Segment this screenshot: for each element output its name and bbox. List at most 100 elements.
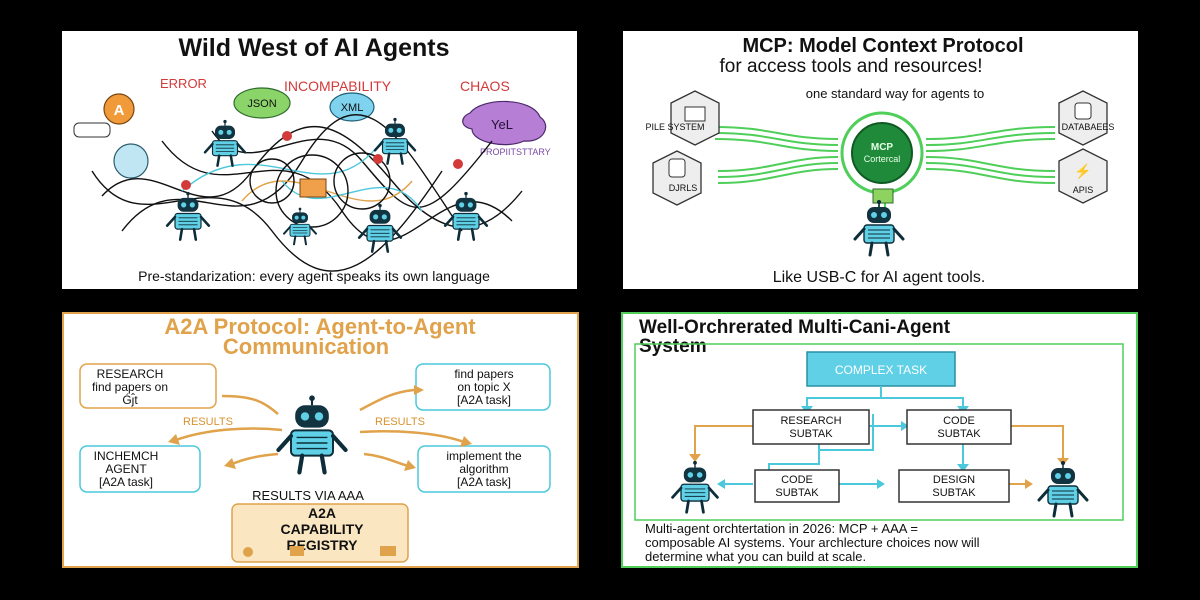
usb-connector-icon: [872, 188, 894, 204]
mcp-hub: [851, 122, 913, 184]
panel2-title-line2: for access tools and resources!: [720, 56, 983, 77]
panel3-title-line1: A2A Protocol: Agent-to-Agent: [164, 314, 476, 339]
urls-label: DJRLS: [669, 183, 698, 193]
registry-line3: REGISTRY: [286, 537, 358, 553]
research-subtask-line1: RESEARCH: [780, 415, 841, 427]
arrowheads: [168, 385, 472, 471]
apis-label: APIS: [1073, 185, 1094, 195]
robot-icon: [278, 395, 345, 472]
purple-bubble-label: YeL: [491, 117, 513, 132]
robot-icon: [853, 199, 905, 257]
panel3-title-line2: Communication: [223, 334, 389, 359]
code-subtask-bottom-line2: SUBTAK: [775, 487, 819, 499]
flow-arrows: [694, 386, 1064, 485]
box-tl-line1: RESEARCH: [97, 367, 164, 381]
mcp-hub-line1: MCP: [871, 142, 894, 153]
mcp-hub-line2: Cortercal: [864, 154, 901, 164]
panel2-title-line1: MCP: Model Context Protocol: [742, 35, 1023, 57]
panel-a2a: A2A Protocol: Agent-to-Agent Communicati…: [62, 312, 579, 568]
results-right-label: RESULTS: [375, 416, 425, 428]
panel4-caption-line2: composable AI systems. Your archlecture …: [645, 535, 980, 550]
chaos-label: CHAOS: [460, 78, 510, 94]
box-br-line2: algorithm: [459, 462, 508, 476]
registry-icon: [380, 546, 396, 556]
orange-box-icon: [299, 178, 327, 198]
panel1-title: Wild West of AI Agents: [178, 34, 449, 62]
urls-hex: [652, 150, 702, 206]
apis-hex: [1058, 148, 1108, 204]
research-subtask-line2: SUBTAK: [789, 428, 833, 440]
implement-task-box: [417, 445, 551, 493]
panel2-caption: Like USB-C for AI agent tools.: [773, 269, 986, 286]
panel-mcp: MCP: Model Context Protocol for access t…: [623, 31, 1138, 289]
a-glyph-icon: A: [114, 102, 125, 119]
robot-icon: [203, 119, 247, 167]
error-label: ERROR: [160, 76, 207, 91]
json-label: JSON: [247, 98, 276, 110]
purple-bubble: [462, 100, 547, 146]
panel-wild-west: Wild West of AI Agents ERROR INCOMPABILI…: [62, 31, 577, 289]
xml-bubble: [329, 92, 375, 122]
box-br-line3: [A2A task]: [457, 475, 511, 489]
design-subtask-line1: DESIGN: [933, 474, 975, 486]
design-subtask-line2: SUBTAK: [932, 487, 976, 499]
error-dot-icon: [453, 159, 463, 169]
research-subtask-box: [752, 409, 870, 445]
database-icon: [1074, 102, 1092, 120]
robot-icon: [671, 460, 719, 514]
a2a-diagram: A2A Protocol: Agent-to-Agent Communicati…: [79, 314, 551, 563]
database-cylinder-icon: [668, 158, 686, 178]
results-via-label: RESULTS VIA AAA: [252, 488, 364, 503]
inchemch-agent-box: [79, 445, 201, 493]
a2a-arrows: [175, 388, 465, 468]
code-subtask-bottom-box: [754, 469, 840, 503]
plug-icon: ⚡: [1074, 163, 1091, 180]
registry-line2: CAPABILITY: [281, 521, 365, 537]
code-subtask-bottom-line1: CODE: [781, 474, 813, 486]
panel-multi-agent: Well-Orchrerated Multi-Cani-Agent System…: [621, 312, 1138, 568]
panel2-subtitle: one standard way for agents to: [806, 86, 985, 101]
connection-lines: [714, 126, 1056, 211]
registry-icon: [290, 546, 304, 556]
panel4-caption-line3: determine what you can build at scale.: [645, 549, 866, 564]
multi-agent-diagram: Well-Orchrerated Multi-Cani-Agent System…: [634, 317, 1124, 564]
box-bl-line2: AGENT: [105, 462, 147, 476]
box-br-line1: implement the: [446, 449, 522, 463]
box-tl-line2: find papers on: [92, 380, 168, 394]
registry-line1: A2A: [308, 505, 336, 521]
json-bubble: [233, 87, 291, 119]
robot-icon: [1037, 460, 1089, 518]
code-bubble-icon: [73, 122, 111, 138]
robot-icon: [283, 207, 317, 246]
complex-task-label: COMPLEX TASK: [835, 363, 927, 377]
error-dot-icon: [282, 131, 292, 141]
box-bl-line3: [A2A task]: [99, 475, 153, 489]
registry-icon: [243, 547, 253, 557]
results-left-label: RESULTS: [183, 416, 233, 428]
proprietary-label: PROPIITSTTARY: [480, 147, 551, 157]
error-dot-icon: [181, 180, 191, 190]
panel4-caption-line1: Multi-agent orchtertation in 2026: MCP +…: [645, 521, 918, 536]
error-dot-icon: [373, 154, 383, 164]
xml-label: XML: [341, 102, 364, 114]
code-subtask-top-box: [906, 409, 1012, 445]
panel4-title-line2: System: [639, 336, 707, 357]
databases-label: DATABAEES: [1062, 122, 1115, 132]
file-system-label: PILE SYSTEM: [645, 122, 704, 132]
capability-registry-box: [231, 503, 409, 563]
panel4-title-line1: Well-Orchrerated Multi-Cani-Agent: [639, 317, 951, 338]
panel1-caption: Pre-standarization: every agent speaks i…: [138, 268, 490, 284]
research-agent-box: [79, 363, 217, 409]
robot-icon: [357, 203, 403, 253]
code-subtask-top-line2: SUBTAK: [937, 428, 981, 440]
box-tr-line3: [A2A task]: [457, 393, 511, 407]
folder-icon: [684, 106, 706, 122]
wild-west-illustration: Wild West of AI Agents ERROR INCOMPABILI…: [73, 34, 551, 284]
orange-circle-icon: [103, 93, 135, 125]
blue-speech-icon: [113, 143, 149, 179]
system-frame: [634, 343, 1124, 521]
code-subtask-top-line1: CODE: [943, 415, 975, 427]
mcp-diagram: MCP: Model Context Protocol for access t…: [645, 35, 1115, 286]
box-tr-line1: find papers: [454, 367, 513, 381]
design-subtask-box: [898, 469, 1010, 503]
